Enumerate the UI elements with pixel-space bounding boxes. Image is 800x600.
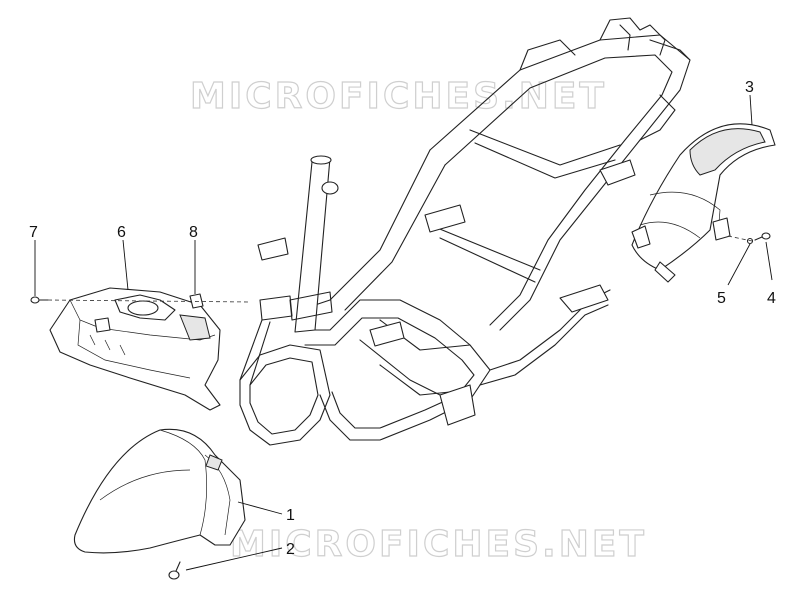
callout-4: 4 — [767, 290, 776, 307]
shell-clip-8 — [189, 293, 204, 309]
callout-8: 8 — [189, 224, 198, 241]
callout-5: 5 — [717, 290, 726, 307]
front-mudguard — [73, 428, 246, 554]
head-tube — [239, 155, 339, 386]
callout-3: 3 — [745, 79, 754, 96]
callout-1: 1 — [286, 507, 295, 524]
scooter-frame — [239, 17, 691, 446]
callout-2: 2 — [286, 541, 295, 558]
watermark-bottom: MICROFICHES.NET — [230, 524, 647, 565]
rear-screw-4 — [754, 232, 771, 241]
rear-washer-5 — [746, 237, 754, 245]
shell-screw-7 — [30, 296, 49, 304]
callout-6: 6 — [117, 224, 126, 241]
callout-7: 7 — [29, 224, 38, 241]
watermark-top: MICROFICHES.NET — [190, 76, 607, 117]
mudguard-screw-2 — [168, 561, 181, 580]
rear-mudguard — [631, 123, 776, 283]
